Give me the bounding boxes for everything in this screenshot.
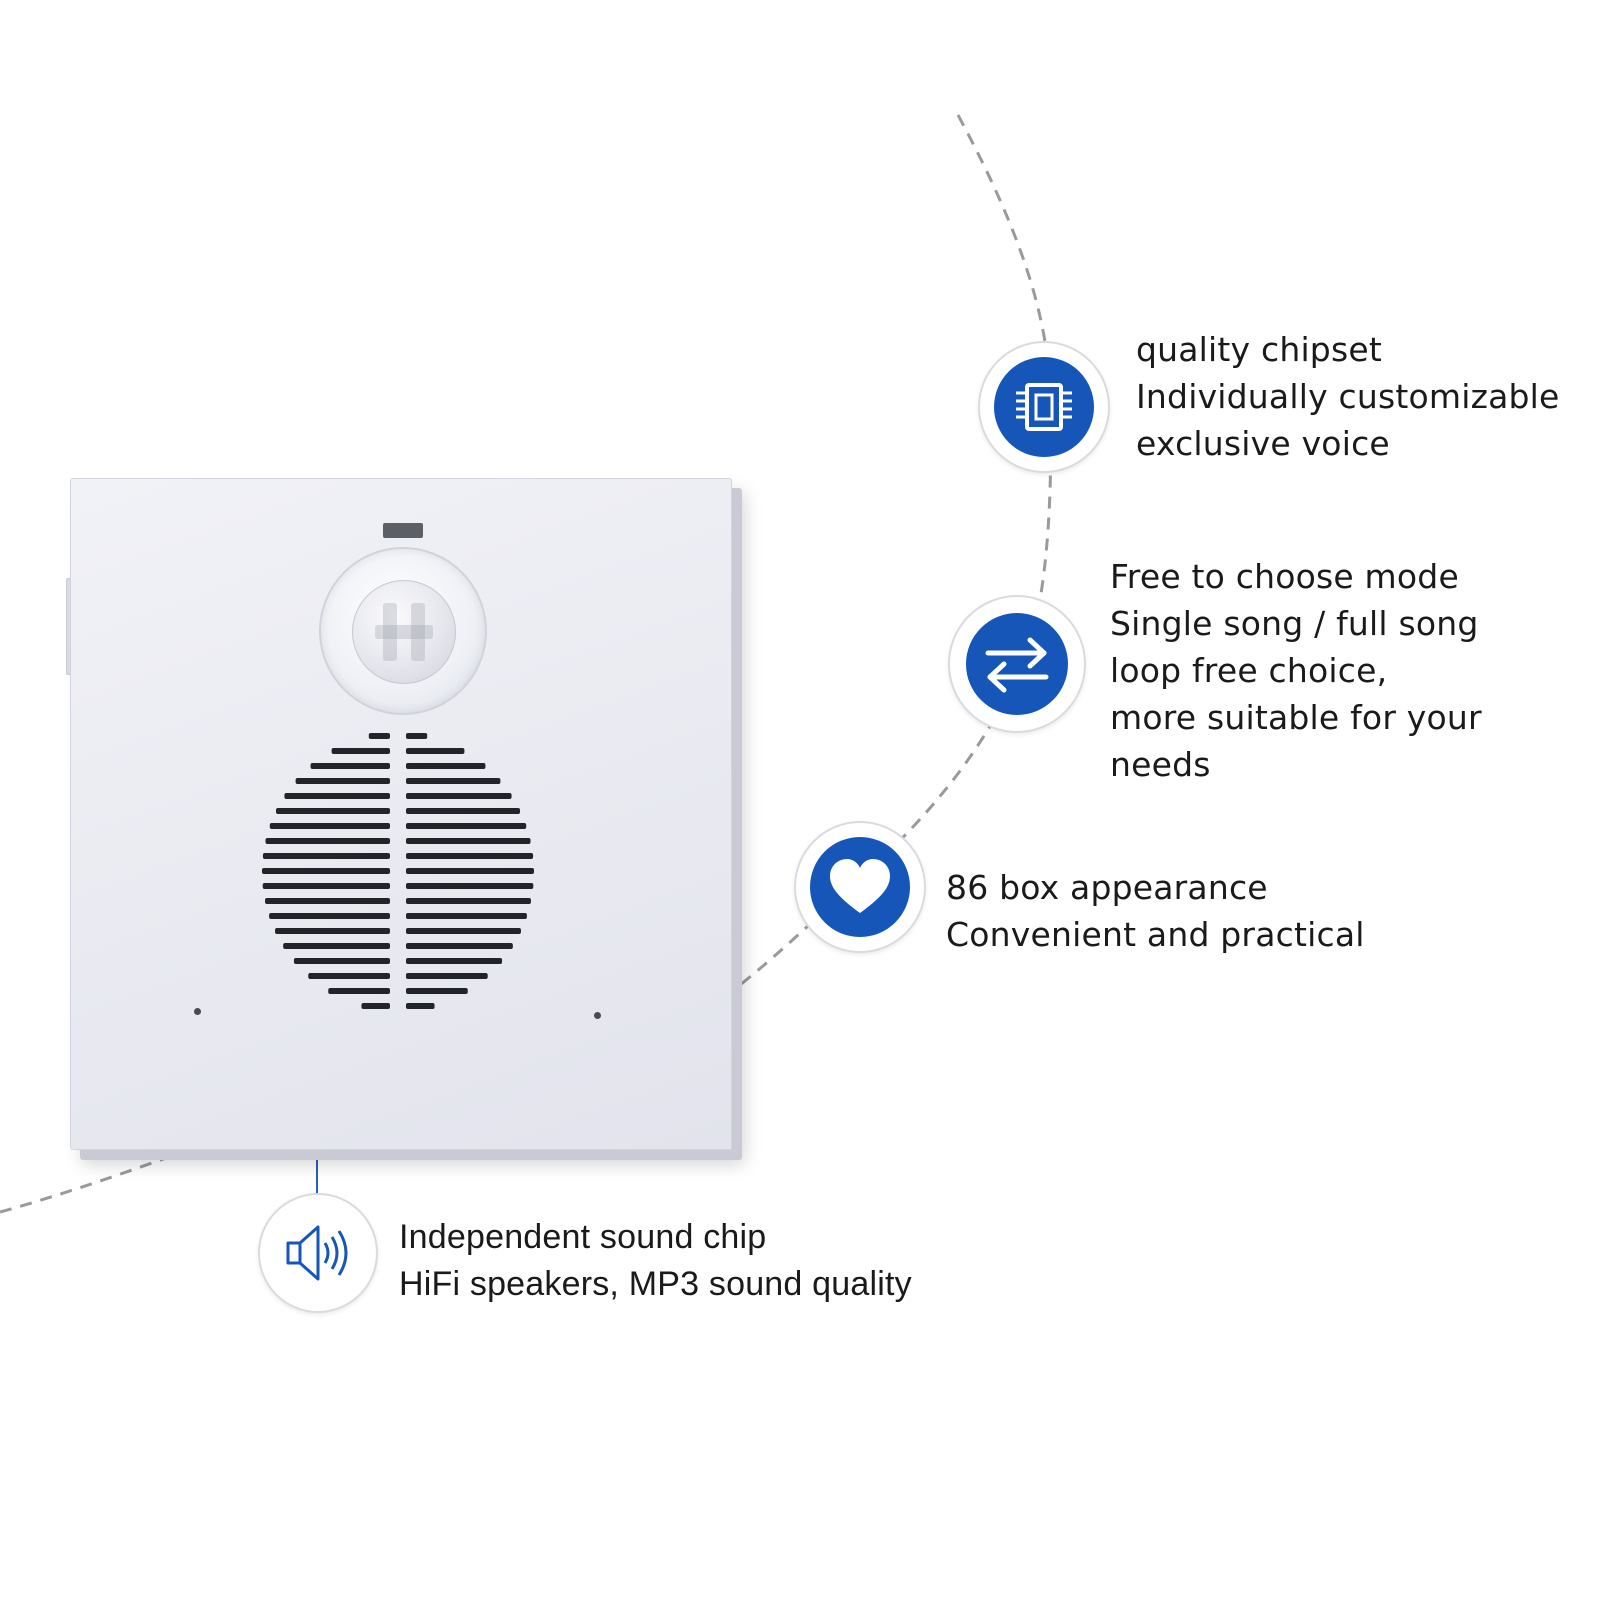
speaker-grille: [262, 733, 534, 1009]
grille-slot: [406, 868, 534, 874]
chip-icon-badge: [978, 341, 1110, 473]
grille-slot: [310, 763, 390, 769]
grille-slot: [406, 748, 465, 754]
sensor-speaker-device: [66, 478, 745, 1163]
grille-slot: [295, 778, 390, 784]
chip-icon: [1016, 383, 1072, 431]
grille-slot: [269, 823, 390, 829]
mode-feature-text: Free to choose mode Single song / full s…: [1110, 553, 1482, 788]
feature-line: Independent sound chip: [399, 1218, 767, 1256]
feature-line: HiFi speakers, MP3 sound quality: [399, 1265, 912, 1303]
grille-slot: [262, 868, 390, 874]
device-faceplate: [70, 478, 732, 1150]
feature-line: Convenient and practical: [946, 915, 1365, 954]
grille-slot: [406, 778, 501, 784]
swap-arrows-icon-badge: [948, 595, 1086, 733]
feature-line: quality chipset: [1136, 330, 1382, 369]
feature-line: exclusive voice: [1136, 424, 1390, 463]
grille-slot: [406, 823, 527, 829]
feature-line: Single song / full song: [1110, 604, 1479, 643]
sound-feature-text: Independent sound chip HiFi speakers, MP…: [399, 1214, 912, 1308]
grille-slot: [265, 838, 390, 844]
grille-slot: [406, 838, 531, 844]
grille-slot: [308, 973, 390, 979]
speaker-volume-icon: [286, 1225, 348, 1281]
grille-slot: [262, 883, 390, 889]
heart-icon: [830, 859, 890, 913]
feature-line: Individually customizable: [1136, 377, 1560, 416]
heart-icon-badge: [794, 821, 926, 953]
grille-slot: [406, 958, 503, 964]
grille-slot: [406, 793, 512, 799]
mounting-hole: [594, 1012, 601, 1019]
grille-slot: [265, 898, 390, 904]
grille-slot: [269, 913, 390, 919]
grille-slot: [284, 793, 390, 799]
grille-slot: [275, 928, 390, 934]
grille-slot: [406, 733, 428, 739]
mounting-hole: [194, 1008, 201, 1015]
grille-slot: [328, 988, 390, 994]
feature-line: Free to choose mode: [1110, 557, 1459, 596]
grille-slot: [368, 733, 390, 739]
motion-sensor-ring: [319, 547, 487, 715]
grille-slot: [283, 943, 390, 949]
grille-slot: [406, 973, 488, 979]
grille-slot: [361, 1003, 390, 1009]
grille-slot: [406, 913, 527, 919]
grille-slot: [293, 958, 390, 964]
feature-line: more suitable for your: [1110, 698, 1482, 737]
appearance-feature-text: 86 box appearance Convenient and practic…: [946, 864, 1365, 958]
feature-line: 86 box appearance: [946, 868, 1268, 907]
motion-sensor-lens: [352, 580, 456, 684]
indicator-light: [383, 523, 423, 538]
chipset-feature-text: quality chipset Individually customizabl…: [1136, 326, 1560, 467]
grille-slot: [275, 808, 390, 814]
feature-line: loop free choice,: [1110, 651, 1388, 690]
grille-slot: [406, 943, 513, 949]
swap-arrows-icon: [985, 637, 1049, 693]
grille-slot: [406, 928, 521, 934]
grille-slot: [262, 853, 390, 859]
grille-slot: [331, 748, 390, 754]
grille-slot: [406, 883, 534, 889]
grille-slot: [406, 898, 531, 904]
grille-slot: [406, 988, 468, 994]
grille-slot: [406, 853, 534, 859]
grille-slot: [406, 808, 521, 814]
grille-slot: [406, 1003, 435, 1009]
speaker-volume-icon-badge: [258, 1193, 378, 1313]
grille-slot: [406, 763, 486, 769]
feature-line: needs: [1110, 745, 1211, 784]
